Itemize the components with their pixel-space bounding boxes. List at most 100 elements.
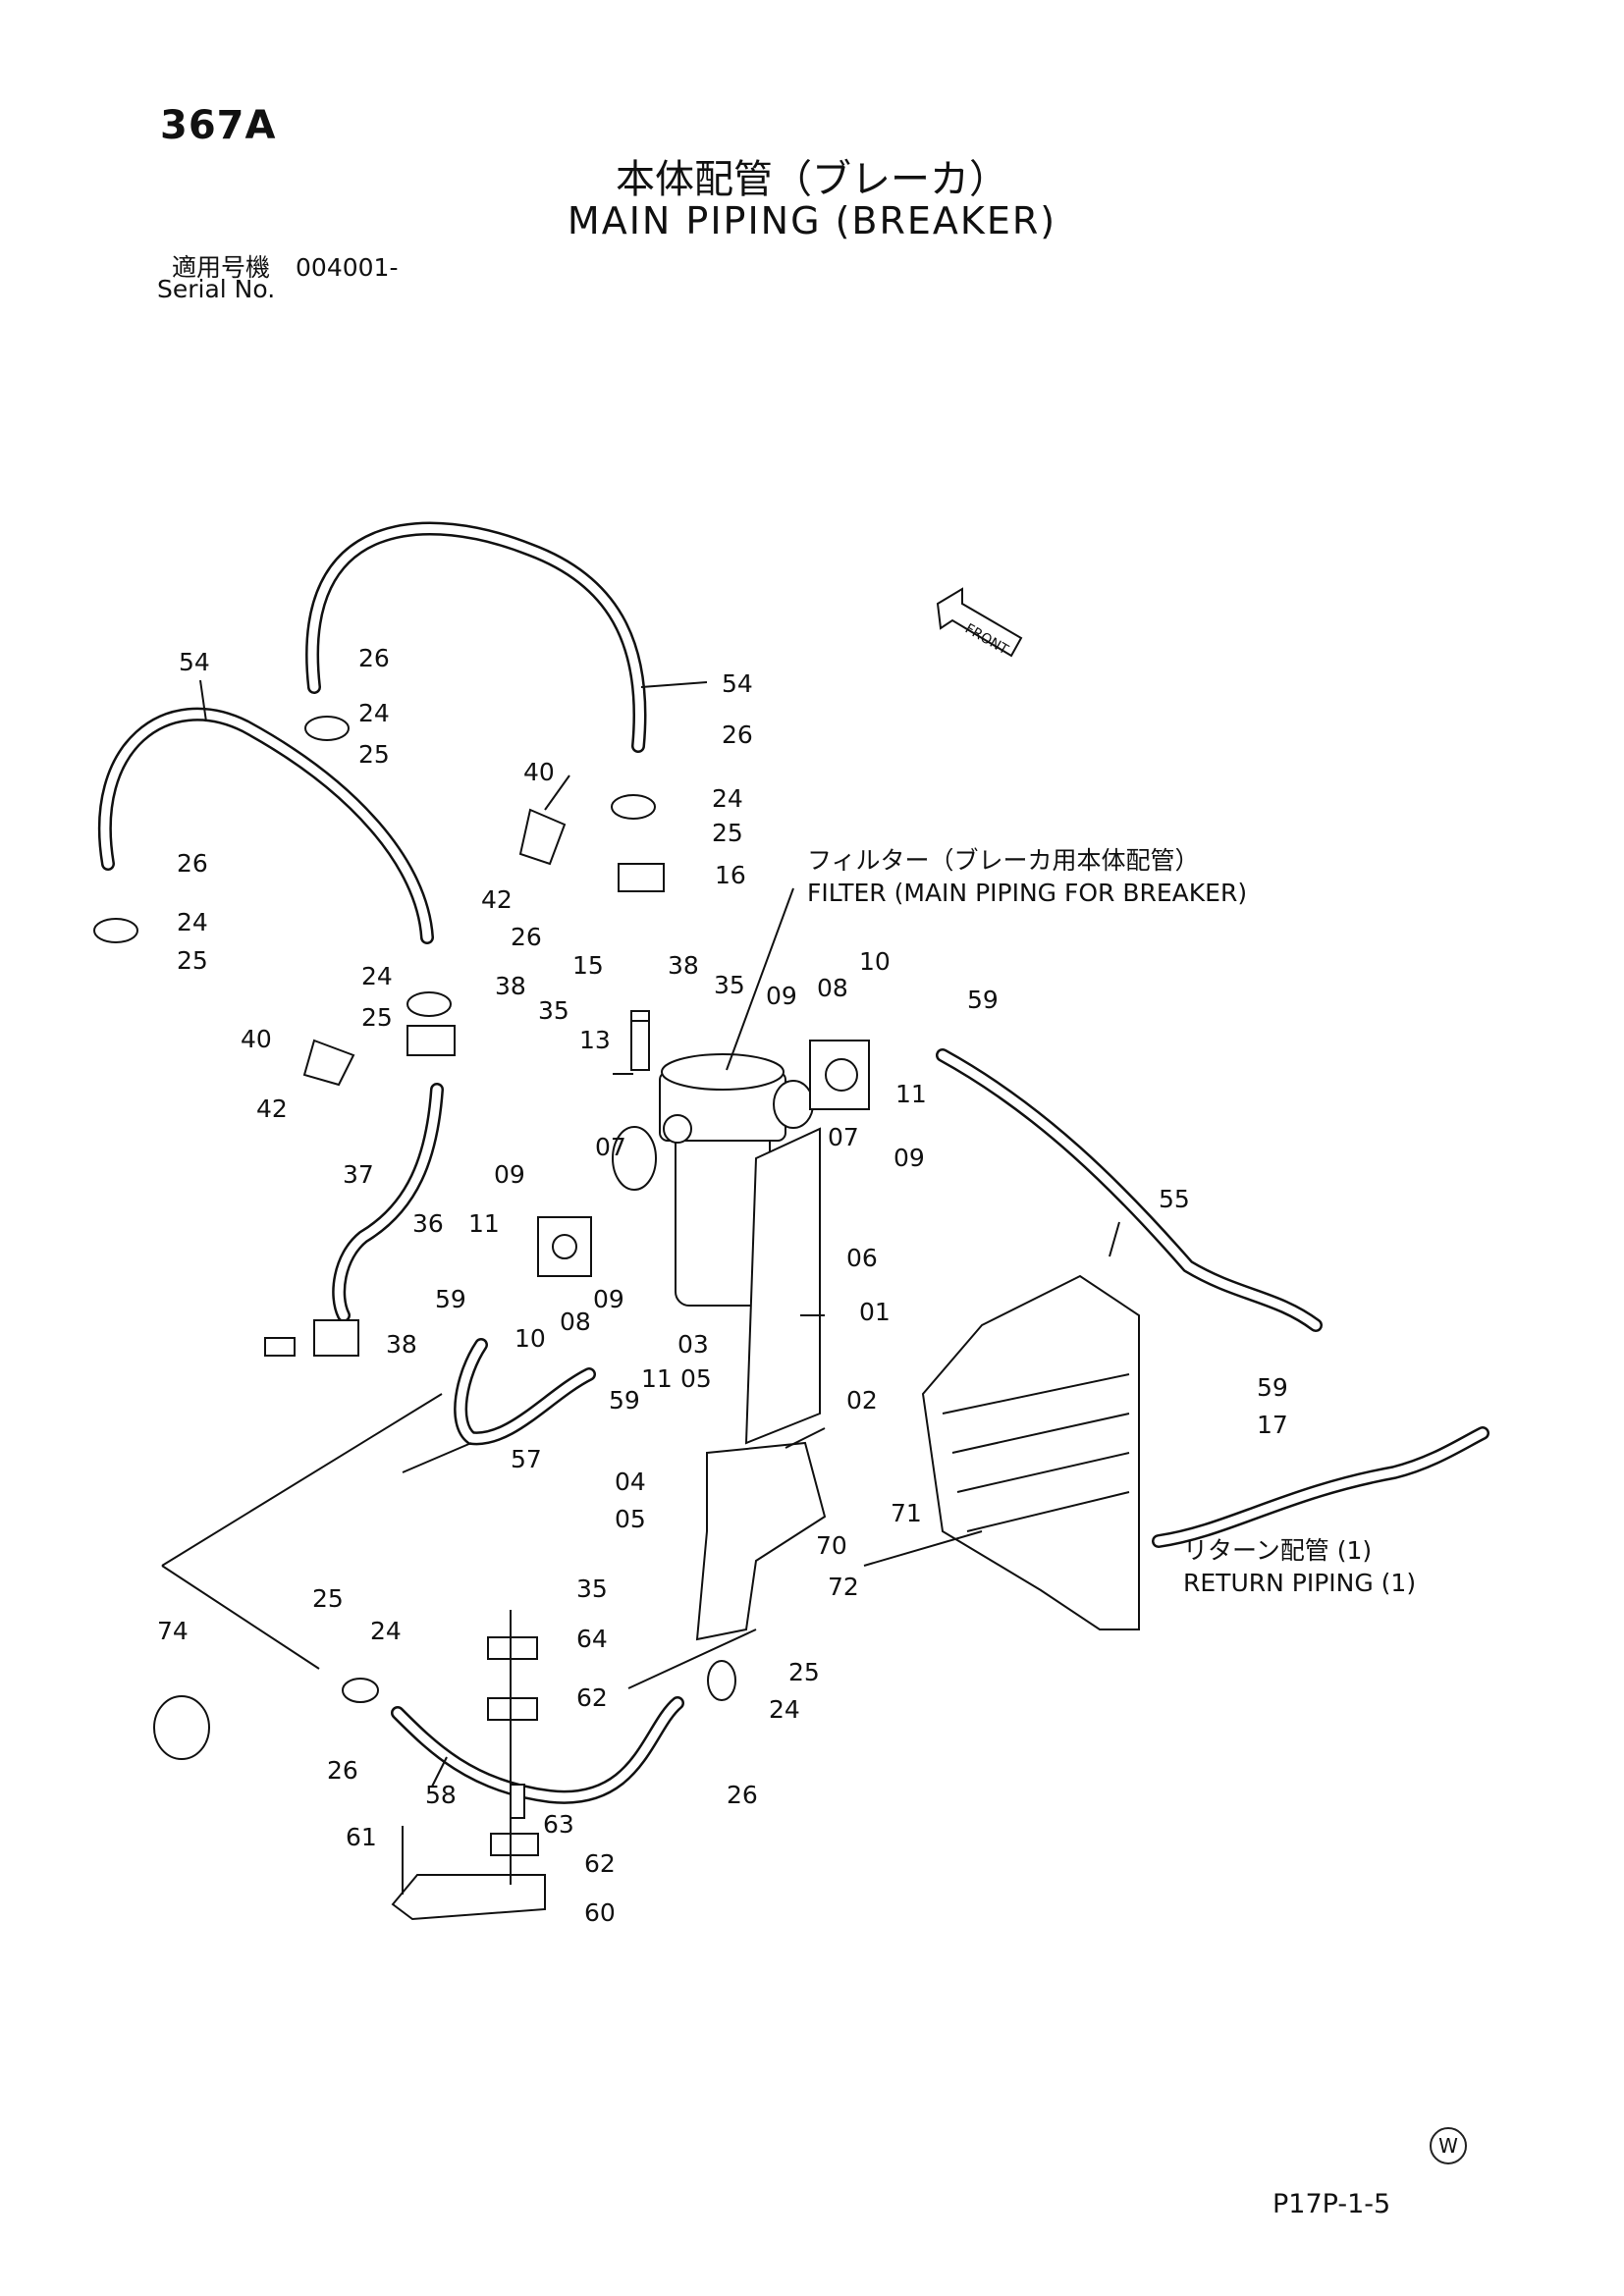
callout-13: 13 (579, 1026, 611, 1054)
callout-60: 60 (584, 1898, 616, 1927)
callout-17: 17 (1257, 1411, 1288, 1439)
callout-06: 06 (846, 1244, 878, 1272)
callout-24: 24 (177, 908, 208, 936)
callout-25: 25 (712, 819, 743, 847)
callout-08: 08 (560, 1308, 591, 1336)
connector-13 (630, 1020, 650, 1071)
part-callouts: 54 26 24 25 54 26 24 25 40 16 42 26 24 2… (157, 644, 1288, 1927)
block-08-left (537, 1216, 592, 1277)
callout-72: 72 (828, 1573, 859, 1601)
split-flanges-24 (93, 716, 736, 1703)
callout-54: 54 (722, 669, 753, 698)
filter-subassembly-en: FILTER (MAIN PIPING FOR BREAKER) (807, 879, 1247, 907)
callout-71: 71 (891, 1499, 922, 1527)
filter-subassembly-jp: フィルター（ブレーカ用本体配管） (807, 846, 1200, 875)
serial-number: 004001- (296, 253, 399, 282)
callout-59: 59 (435, 1285, 466, 1313)
callout-04: 04 (615, 1468, 646, 1496)
page-title-japanese: 本体配管（ブレーカ） (616, 157, 1008, 202)
callout-25: 25 (312, 1584, 344, 1613)
callout-24: 24 (712, 784, 743, 813)
callout-05: 05 (680, 1364, 712, 1393)
callout-07: 07 (595, 1133, 626, 1161)
callout-26: 26 (327, 1756, 358, 1785)
callout-01: 01 (859, 1298, 891, 1326)
callout-59: 59 (967, 986, 999, 1014)
callout-62: 62 (584, 1849, 616, 1878)
callout-24: 24 (769, 1695, 800, 1724)
callout-54: 54 (179, 648, 210, 676)
callout-16: 16 (715, 861, 746, 889)
page-code: 367A (160, 103, 277, 148)
callout-38: 38 (495, 972, 526, 1000)
callout-25: 25 (358, 740, 390, 769)
callout-37: 37 (343, 1160, 374, 1189)
callout-24: 24 (361, 962, 393, 990)
return-piping-en: RETURN PIPING (1) (1183, 1569, 1416, 1597)
band-74 (153, 1695, 210, 1760)
callout-55: 55 (1159, 1185, 1190, 1213)
hose-58 (391, 1696, 684, 1804)
callout-26: 26 (727, 1781, 758, 1809)
return-piping (1152, 1426, 1489, 1548)
serial-applicability: 適用号機 004001- (172, 248, 398, 284)
bracket-40-lower (302, 1039, 355, 1087)
callout-35: 35 (576, 1575, 608, 1603)
callout-26: 26 (177, 849, 208, 878)
callout-11: 11 (641, 1364, 673, 1393)
callout-25: 25 (788, 1658, 820, 1686)
hose-54-lower (97, 707, 434, 944)
callout-62: 62 (576, 1683, 608, 1712)
callout-35: 35 (538, 996, 569, 1025)
hose-57 (454, 1338, 596, 1446)
callout-38: 38 (386, 1330, 417, 1359)
callout-42: 42 (256, 1095, 288, 1123)
callout-26: 26 (511, 923, 542, 951)
clamps-62-64 (487, 1636, 539, 1856)
callout-61: 61 (346, 1823, 377, 1851)
callout-05: 05 (615, 1505, 646, 1533)
callout-38: 38 (668, 951, 699, 980)
return-piping-jp: リターン配管 (1) (1183, 1536, 1372, 1565)
page-title-english: MAIN PIPING (BREAKER) (567, 199, 1057, 242)
callout-40: 40 (241, 1025, 272, 1053)
callout-26: 26 (358, 644, 390, 672)
callout-09: 09 (494, 1160, 525, 1189)
callout-25: 25 (361, 1003, 393, 1032)
bracket-40-upper (518, 808, 567, 866)
callout-57: 57 (511, 1445, 542, 1473)
callout-42: 42 (481, 885, 513, 914)
hose-54-upper (305, 521, 647, 753)
flange-block-16 (618, 863, 665, 892)
callout-64: 64 (576, 1625, 608, 1653)
plate-60 (391, 1826, 546, 1921)
callout-09: 09 (893, 1144, 925, 1172)
callout-02: 02 (846, 1386, 878, 1415)
callout-15: 15 (572, 951, 604, 980)
callout-10: 10 (859, 947, 891, 976)
callout-63: 63 (543, 1810, 574, 1839)
callout-25: 25 (177, 946, 208, 975)
serial-label-jp: 適用号機 (172, 253, 271, 282)
block-08-right (809, 1040, 870, 1110)
callout-03: 03 (677, 1330, 709, 1359)
callout-24: 24 (370, 1617, 402, 1645)
callout-26: 26 (722, 721, 753, 749)
filter-bracket-01 (744, 1127, 821, 1445)
bracket-02 (695, 1441, 827, 1641)
filter-assembly (612, 1010, 814, 1307)
callout-59: 59 (609, 1386, 640, 1415)
callout-58: 58 (425, 1781, 457, 1809)
callout-24: 24 (358, 699, 390, 727)
callout-11: 11 (468, 1209, 500, 1238)
callout-59: 59 (1257, 1373, 1288, 1402)
callout-09: 09 (593, 1285, 624, 1313)
control-valve (921, 1274, 1140, 1630)
callout-09: 09 (766, 982, 797, 1010)
callout-35: 35 (714, 971, 745, 999)
front-direction-arrow: FRONT (936, 587, 1023, 659)
callout-08: 08 (817, 974, 848, 1002)
watermark-stamp: W (1430, 2127, 1467, 2164)
hose-55 (936, 1048, 1323, 1332)
